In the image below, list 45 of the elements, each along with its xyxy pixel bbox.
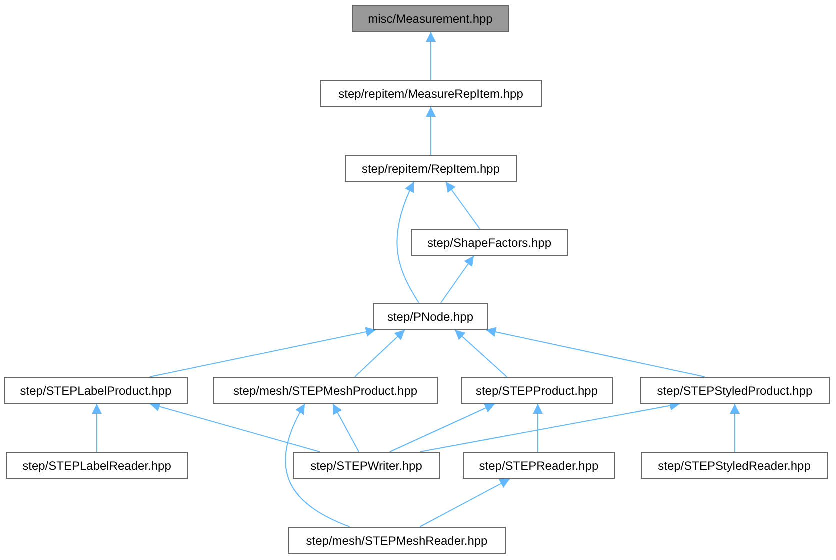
file-box (288, 527, 506, 554)
file-box (461, 377, 613, 404)
file-box (641, 452, 828, 479)
file-box (352, 5, 509, 32)
file-name: step/STEPReader.hpp (479, 458, 599, 472)
file-box (373, 303, 488, 330)
file-box (213, 377, 438, 404)
arrow (440, 256, 474, 304)
arrow (446, 182, 480, 230)
arrow (150, 327, 376, 378)
arrow (354, 330, 406, 378)
file-name: step/STEPLabelReader.hpp (22, 458, 172, 472)
file-box (6, 452, 188, 479)
file-box (4, 377, 188, 404)
file-name: step/STEPStyledReader.hpp (658, 458, 811, 472)
file-name: step/repitem/RepItem.hpp (362, 162, 500, 176)
file-name: step/STEPWriter.hpp (310, 458, 422, 472)
file-name: step/mesh/STEPMeshProduct.hpp (233, 384, 418, 398)
file-box (463, 452, 615, 479)
file-box (345, 155, 517, 182)
file-box (320, 80, 542, 107)
arrow (390, 404, 496, 452)
file-box (640, 377, 830, 404)
file-name: step/STEPProduct.hpp (476, 384, 598, 398)
arrow (332, 404, 360, 452)
arrow (730, 404, 740, 452)
file-name: step/ShapeFactors.hpp (427, 236, 552, 250)
file-name: step/PNode.hpp (387, 310, 474, 324)
arrow (285, 404, 350, 528)
arrow (92, 404, 102, 452)
file-name: misc/Measurement.hpp (368, 12, 493, 26)
file-name: step/STEPStyledProduct.hpp (657, 384, 813, 398)
file-box (293, 452, 440, 479)
arrow (426, 32, 436, 80)
arrow (396, 182, 420, 304)
file-name: step/STEPLabelProduct.hpp (20, 384, 172, 398)
arrow (454, 330, 508, 378)
file-name: step/repitem/MeasureRepItem.hpp (338, 86, 524, 100)
arrow (420, 478, 510, 528)
file-name: step/mesh/STEPMeshReader.hpp (306, 534, 488, 548)
arrow (486, 327, 706, 378)
arrow (533, 404, 543, 452)
file-box (411, 229, 568, 256)
arrow (426, 106, 436, 156)
arrow (150, 402, 320, 452)
